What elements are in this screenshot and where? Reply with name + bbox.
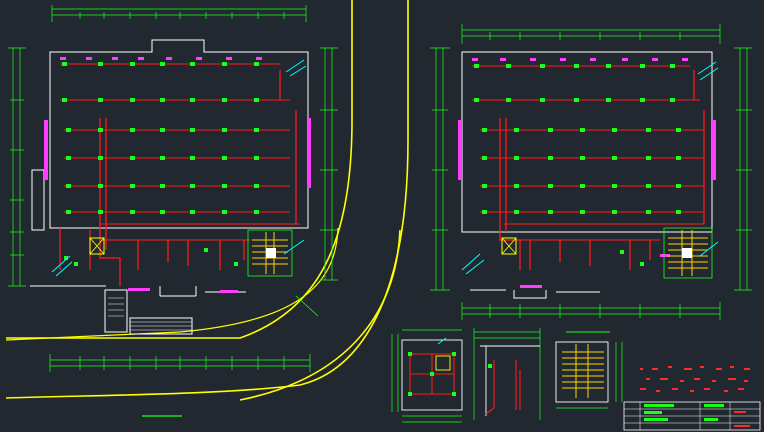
detail-outline — [401, 339, 463, 411]
section-pipes — [485, 360, 521, 415]
right-floor-plan[interactable] — [430, 24, 752, 320]
top-equipment-markers — [472, 58, 688, 61]
detail-box — [435, 355, 451, 371]
top-dimension-chain — [461, 24, 721, 44]
riser-symbols — [51, 59, 307, 277]
left-dimension-chain — [430, 47, 450, 291]
leader-line — [295, 295, 319, 317]
top-equipment-markers — [60, 57, 262, 60]
right-dimension-chain — [320, 47, 338, 281]
bottom-dimension-chain — [461, 302, 721, 320]
bottom-dimension-chain — [49, 354, 311, 372]
stair-outline — [555, 341, 609, 403]
side-windows — [44, 118, 311, 293]
side-windows — [458, 120, 716, 288]
road-lines — [5, 0, 409, 401]
left-dimension-chain — [8, 47, 26, 287]
riser-symbols — [461, 61, 719, 275]
title-block[interactable] — [623, 401, 761, 431]
stair-detail[interactable] — [555, 331, 623, 409]
building-walls — [30, 39, 309, 335]
section-valve — [488, 364, 492, 368]
detail-section[interactable] — [473, 328, 541, 420]
red-notes — [640, 366, 750, 392]
stair-treads — [562, 344, 604, 398]
section-dimensions — [473, 328, 541, 420]
sprinkler-heads — [62, 62, 259, 266]
detail-small-plan[interactable] — [391, 329, 463, 423]
detail-dimensions — [391, 329, 462, 423]
stair-core — [247, 229, 293, 277]
detail-heads — [408, 352, 456, 396]
sprinkler-heads — [474, 64, 681, 266]
pump-room — [89, 237, 105, 255]
stair-dimensions — [556, 342, 623, 409]
detail-riser — [437, 337, 447, 345]
pump-room — [501, 237, 517, 255]
sprinkler-mains — [499, 70, 705, 270]
left-floor-plan[interactable] — [8, 5, 338, 417]
top-dimension-chain — [51, 5, 307, 22]
section-walls — [480, 345, 540, 416]
right-dimension-chain — [734, 47, 752, 291]
stair-core — [663, 227, 713, 279]
ramp-steps — [108, 297, 192, 331]
